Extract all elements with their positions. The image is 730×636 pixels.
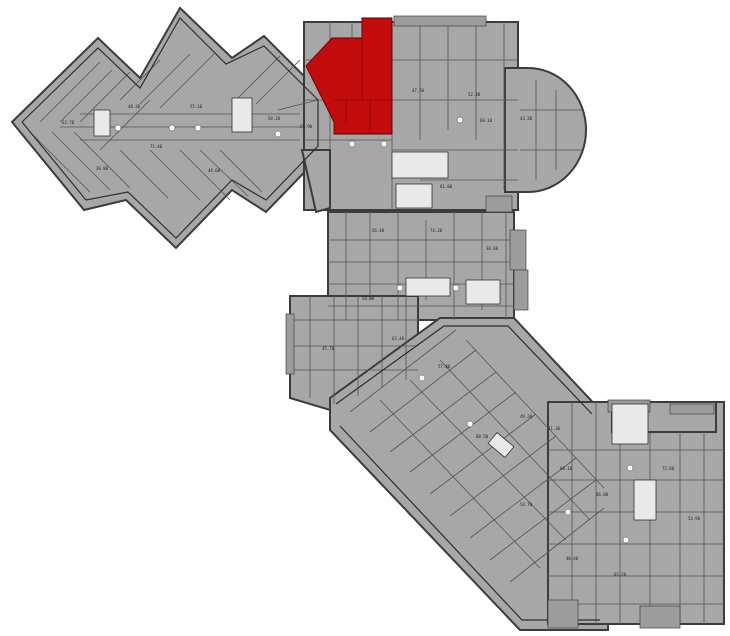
core-diagonal-stair <box>487 432 515 458</box>
room-area-label: 53.90 <box>688 516 701 521</box>
room-area-label: 55.10 <box>190 104 203 109</box>
room-area-label: 60.10 <box>560 466 573 471</box>
door-markers <box>114 116 634 544</box>
unit-highlighted-shape[interactable] <box>305 17 393 135</box>
room-area-label: 54.70 <box>520 502 533 507</box>
rotunda <box>504 67 587 193</box>
room-area-label: 44.60 <box>208 168 221 173</box>
room-area-label: 49.20 <box>520 414 533 419</box>
room-area-label: 39.80 <box>96 166 109 171</box>
unit-highlighted[interactable] <box>305 17 393 135</box>
room-area-label: 71.40 <box>150 144 163 149</box>
room-area-label: 63.40 <box>392 336 405 341</box>
room-area-label: 61.80 <box>440 184 453 189</box>
core-north-stair <box>395 183 433 209</box>
room-area-label: 47.50 <box>412 88 425 93</box>
room-area-label: 50.90 <box>362 296 375 301</box>
room-area-label: 43.20 <box>520 116 533 121</box>
room-area-label: 74.20 <box>430 228 443 233</box>
room-area-label: 48.30 <box>128 104 141 109</box>
core-west-lift <box>231 97 253 133</box>
room-area-label: 58.20 <box>268 116 281 121</box>
room-area-label: 62.70 <box>62 120 75 125</box>
room-area-label: 57.80 <box>438 364 451 369</box>
room-area-label: 38.60 <box>486 246 499 251</box>
connector <box>300 149 331 214</box>
core-east-lift <box>633 479 657 521</box>
core-north-lift <box>391 151 449 179</box>
room-labels: 62.70 48.30 55.10 71.40 39.80 44.60 58.20 66.90… <box>62 88 701 577</box>
circulation-cores <box>93 97 657 521</box>
room-area-label: 45.70 <box>322 346 335 351</box>
core-central-stair <box>465 279 501 305</box>
room-area-label: 52.30 <box>468 92 481 97</box>
core-east-stair <box>611 403 649 445</box>
room-area-label: 68.50 <box>476 434 489 439</box>
core-central-lift <box>405 277 451 297</box>
room-area-label: 66.90 <box>300 124 313 129</box>
room-area-label: 40.40 <box>566 556 579 561</box>
room-area-label: 69.10 <box>480 118 493 123</box>
balconies <box>285 15 715 629</box>
core-west-stair <box>93 109 111 137</box>
room-area-label: 65.20 <box>614 572 627 577</box>
room-area-label: 46.80 <box>596 492 609 497</box>
room-area-label: 56.40 <box>372 228 385 233</box>
room-area-label: 72.60 <box>662 466 675 471</box>
room-area-label: 41.30 <box>548 426 561 431</box>
